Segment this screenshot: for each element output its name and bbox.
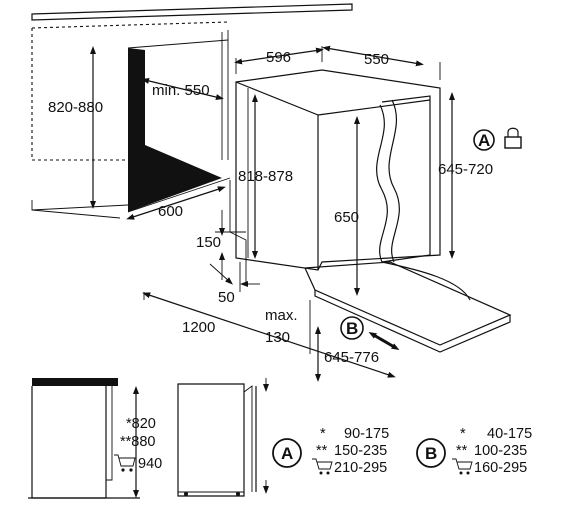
table-b-row2-mark: ** [456, 443, 468, 459]
plinth-height-dimension: 150 [196, 210, 246, 280]
marker-b-letter: B [346, 319, 358, 338]
niche-drawing [31, 3, 353, 232]
appliance-height-label: 818-878 [238, 168, 293, 185]
appliance-width-dimension: 596 [234, 46, 324, 74]
max-gap-dimension: max. 130 [265, 300, 311, 354]
side-view-front [28, 378, 140, 499]
cart-icon [114, 454, 136, 472]
min-depth-label: min. 550 [152, 82, 210, 99]
table-a-row2-value: 150-235 [334, 443, 387, 459]
marker-a-letter: A [478, 131, 490, 150]
appliance-depth-dimension: 550 [322, 45, 441, 80]
total-depth-label: 1200 [182, 319, 215, 336]
min-depth-dimension: min. 550 [141, 78, 224, 100]
table-b-cart-icon [452, 458, 473, 475]
niche-width-label: 600 [158, 203, 183, 220]
plinth-gap-label: 50 [218, 289, 235, 306]
table-a-cart-icon [312, 458, 333, 475]
marker-b: B [340, 316, 400, 351]
table-b: B * 40-175 ** 100-235 160-295 [416, 426, 532, 476]
lock-icon [504, 127, 522, 149]
niche-width-dimension: 600 [126, 186, 226, 220]
side-panel [128, 48, 222, 212]
table-a-letter: A [281, 444, 293, 463]
table-a-row3-value: 210-295 [334, 460, 387, 476]
table-a-row2-mark: ** [316, 443, 328, 459]
niche-height-label: 820-880 [48, 99, 103, 116]
total-depth-dimension: 1200 [142, 292, 396, 378]
table-b-row1-value: 40-175 [487, 426, 532, 442]
side-height-1: *820 [126, 416, 156, 432]
inner-height-label: 650 [334, 209, 359, 226]
table-b-letter: B [425, 444, 437, 463]
table-a-row1-value: 90-175 [344, 426, 389, 442]
table-b-row3-value: 160-295 [474, 460, 527, 476]
marker-a: A [473, 129, 495, 151]
appliance-depth-label: 550 [364, 51, 389, 68]
dishwasher-body [229, 69, 512, 353]
table-a: A * 90-175 ** 150-235 210-295 [272, 426, 389, 476]
side-height-3: 940 [138, 456, 162, 472]
door-height-label: 645-720 [438, 161, 493, 178]
max-label: max. [265, 307, 298, 324]
plinth-gap-dimension: 50 [209, 262, 260, 306]
inner-height-dimension: 650 [334, 116, 360, 296]
appliance-height-dimension: 818-878 [238, 94, 293, 259]
door-open-label: 645-776 [324, 349, 379, 366]
door-height-dimension: 645-720 [438, 92, 493, 259]
table-b-row1-mark: * [460, 426, 466, 442]
door-open-dimension: 645-776 [315, 326, 379, 382]
side-height-2: **880 [120, 434, 155, 450]
table-a-row1-mark: * [320, 426, 326, 442]
max-value: 130 [265, 329, 290, 346]
side-view-cabinet [177, 378, 269, 497]
plinth-height-label: 150 [196, 234, 221, 251]
appliance-width-label: 596 [266, 49, 291, 66]
table-b-row2-value: 100-235 [474, 443, 527, 459]
niche-height-dimension: 820-880 [48, 46, 103, 209]
